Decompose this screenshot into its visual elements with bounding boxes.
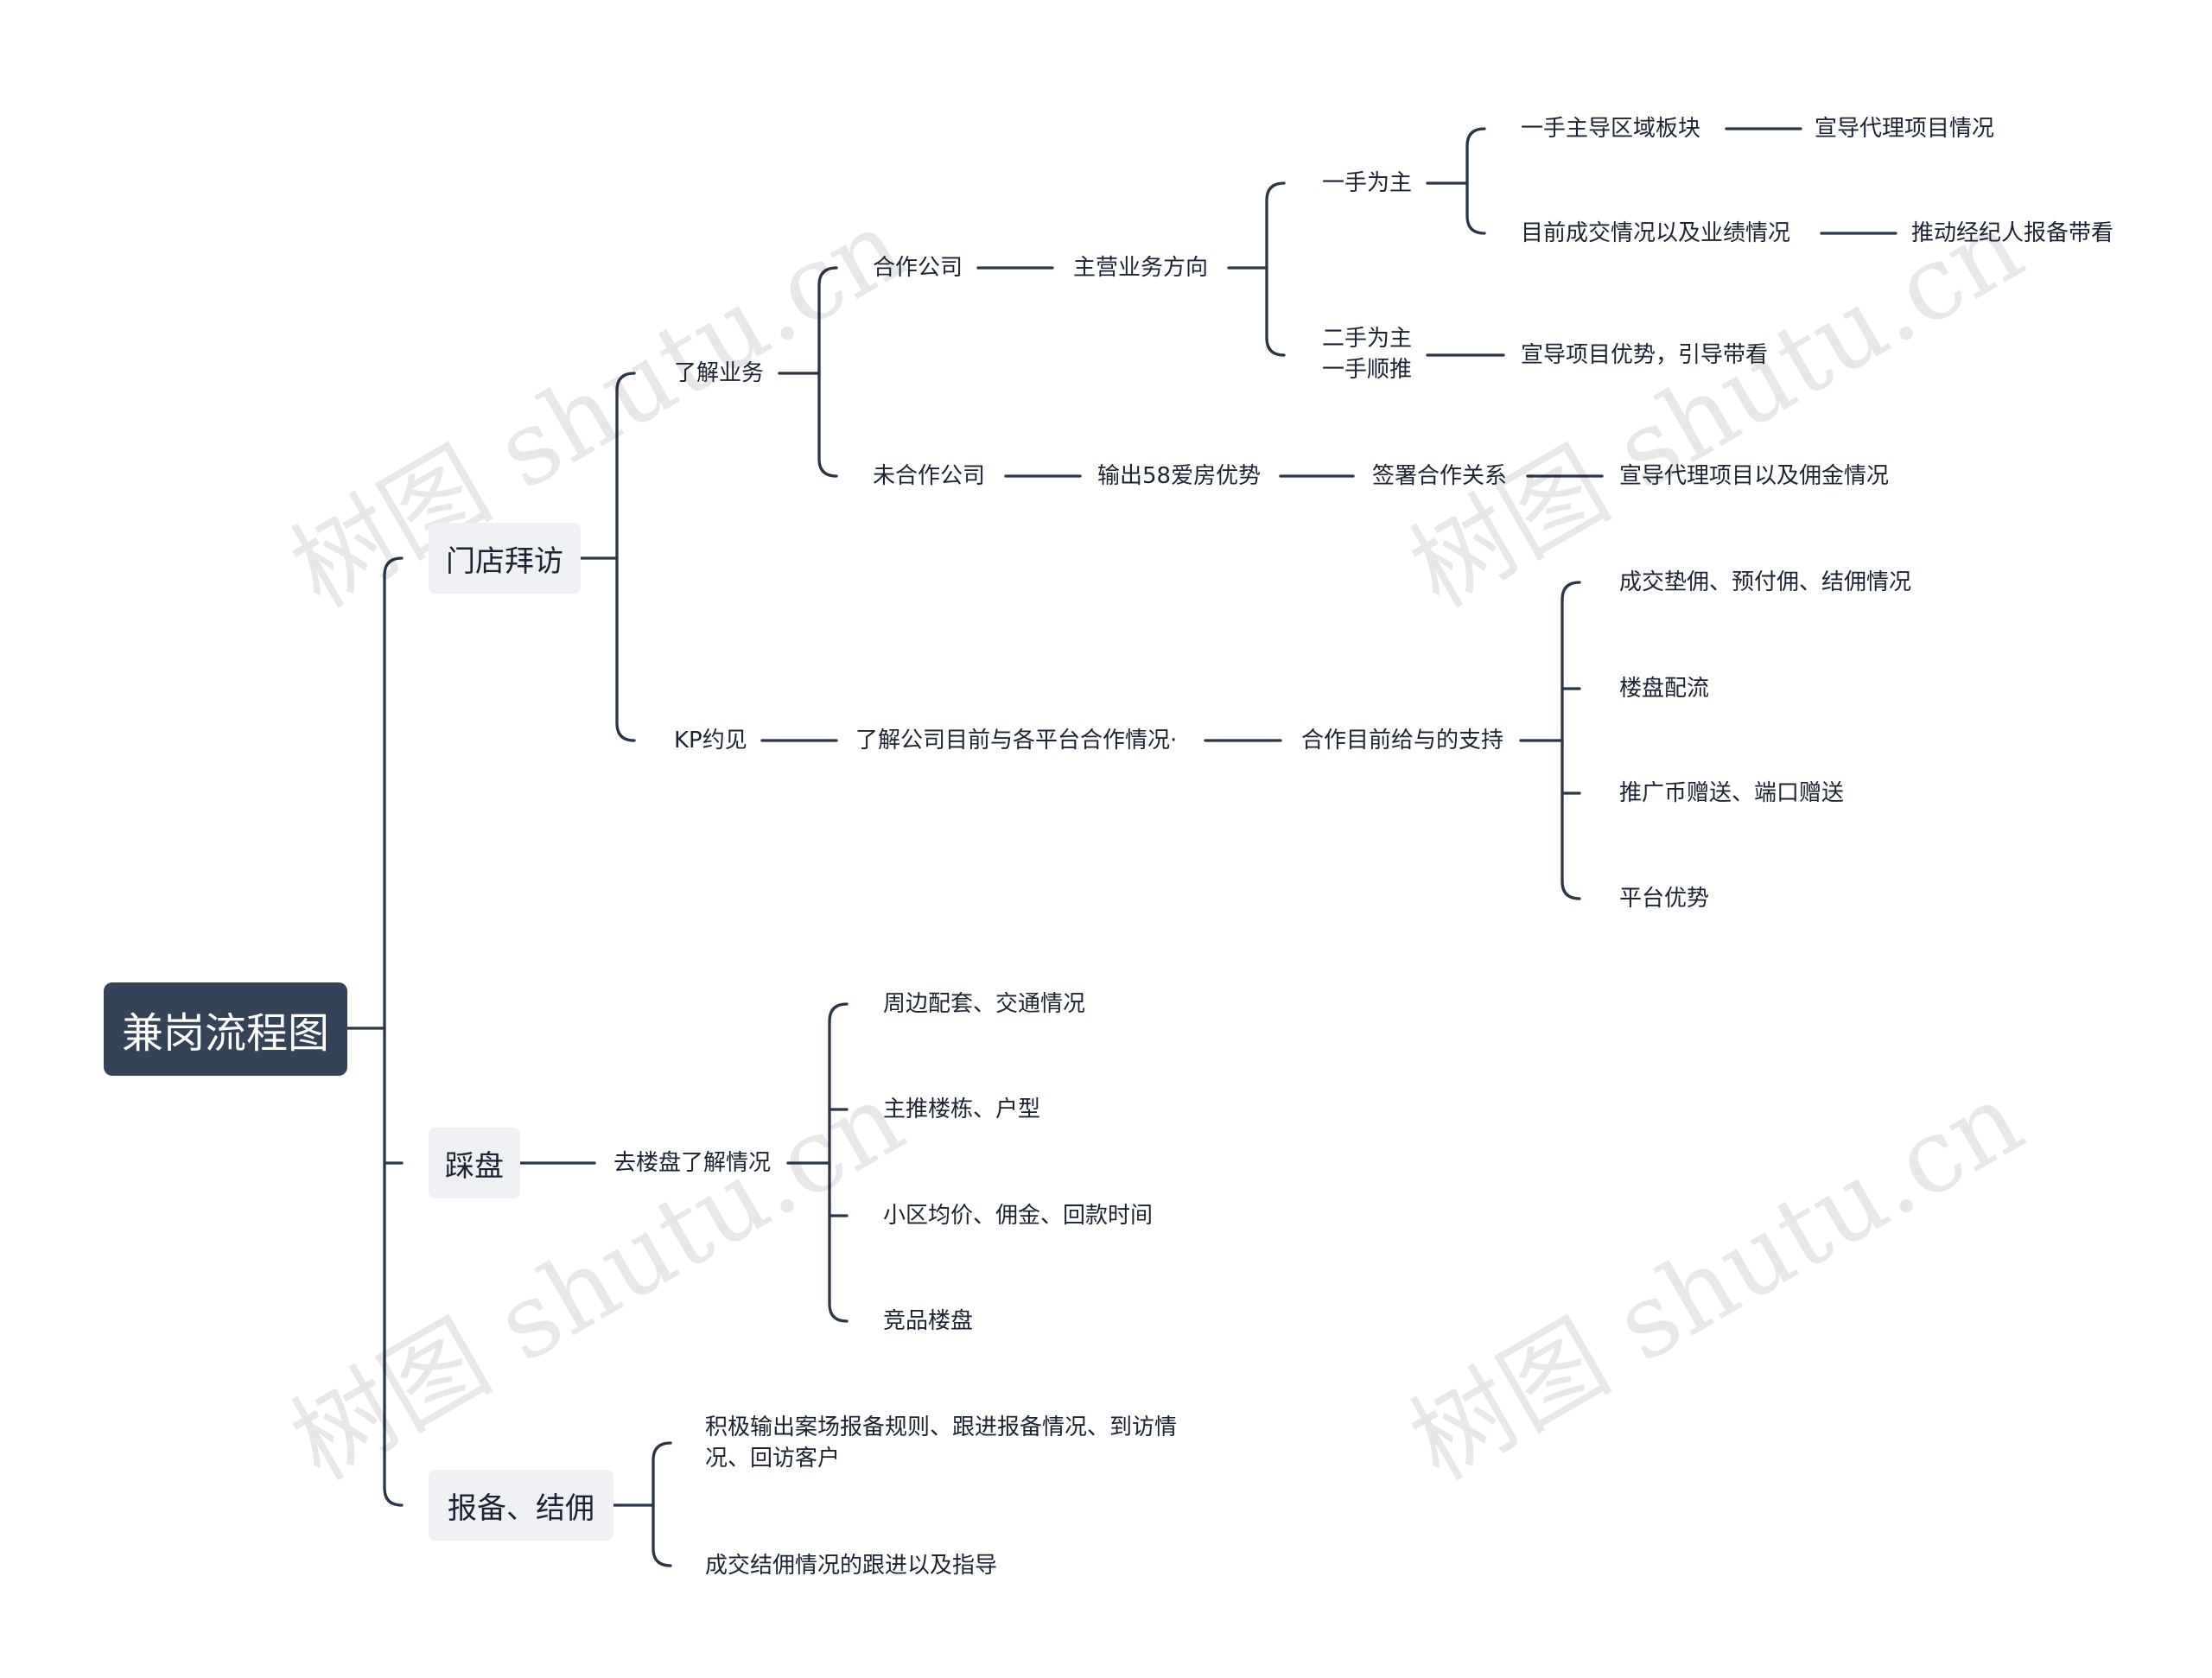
node-current-deals[interactable]: 目前成交情况以及业绩情况 xyxy=(1521,220,1791,246)
node-non-partner-company[interactable]: 未合作公司 xyxy=(873,463,986,489)
node-site-item[interactable]: 周边配套、交通情况 xyxy=(883,991,1086,1017)
node-region-block[interactable]: 一手主导区域板块 xyxy=(1521,116,1701,142)
connector xyxy=(383,556,404,1507)
node-support-item[interactable]: 成交垫佣、预付佣、结佣情况 xyxy=(1619,569,1912,595)
root-node[interactable]: 兼岗流程图 xyxy=(104,982,347,1076)
node-goto-property[interactable]: 去楼盘了解情况 xyxy=(613,1150,772,1176)
node-current-support[interactable]: 合作目前给与的支持 xyxy=(1301,728,1504,753)
node-promote-projects-commission[interactable]: 宣导代理项目以及佣金情况 xyxy=(1619,463,1890,489)
node-support-item[interactable]: 平台优势 xyxy=(1619,886,1710,912)
node-partner-company[interactable]: 合作公司 xyxy=(873,255,963,281)
connector xyxy=(1560,581,1581,900)
node-report-item[interactable]: 成交结佣情况的跟进以及指导 xyxy=(705,1553,998,1579)
node-site-item[interactable]: 小区均价、佣金、回款时间 xyxy=(883,1203,1154,1229)
node-report-item[interactable]: 积极输出案场报备规则、跟进报备情况、到访情况、回访客户 xyxy=(705,1414,1178,1471)
node-kp-meeting[interactable]: KP约见 xyxy=(674,728,747,753)
connector xyxy=(828,1002,849,1323)
node-secondary-focus-line1: 二手为主 xyxy=(1322,326,1413,352)
node-primary-focus[interactable]: 一手为主 xyxy=(1322,170,1413,196)
node-promote-project-advantages[interactable]: 宣导项目优势，引导带看 xyxy=(1521,342,1769,368)
branch-store-visit[interactable]: 门店拜访 xyxy=(429,523,581,594)
node-main-business-direction[interactable]: 主营业务方向 xyxy=(1073,255,1209,281)
branch-report-commission[interactable]: 报备、结佣 xyxy=(429,1470,613,1541)
node-secondary-focus-line2: 一手顺推 xyxy=(1322,357,1413,383)
node-promote-agency-projects[interactable]: 宣导代理项目情况 xyxy=(1815,116,1995,142)
connector xyxy=(1465,127,1486,235)
node-understand-business[interactable]: 了解业务 xyxy=(674,360,765,386)
connector xyxy=(1265,181,1286,357)
node-push-agent-reporting[interactable]: 推动经纪人报备带看 xyxy=(1911,220,2114,246)
connector xyxy=(817,266,838,478)
branch-site-visit[interactable]: 踩盘 xyxy=(429,1128,520,1198)
node-secondary-focus[interactable]: 二手为主 一手顺推 xyxy=(1322,323,1412,385)
connector xyxy=(615,372,636,742)
node-sign-partnership[interactable]: 签署合作关系 xyxy=(1372,463,1508,489)
connector xyxy=(652,1441,672,1567)
node-support-item[interactable]: 推广币赠送、端口赠送 xyxy=(1619,780,1845,806)
node-site-item[interactable]: 竞品楼盘 xyxy=(883,1308,974,1334)
node-support-item[interactable]: 楼盘配流 xyxy=(1619,676,1710,702)
node-learn-platform-cooperation[interactable]: 了解公司目前与各平台合作情况· xyxy=(855,728,1178,753)
node-output-advantages[interactable]: 输出58爱房优势 xyxy=(1097,463,1262,489)
node-site-item[interactable]: 主推楼栋、户型 xyxy=(883,1096,1041,1122)
